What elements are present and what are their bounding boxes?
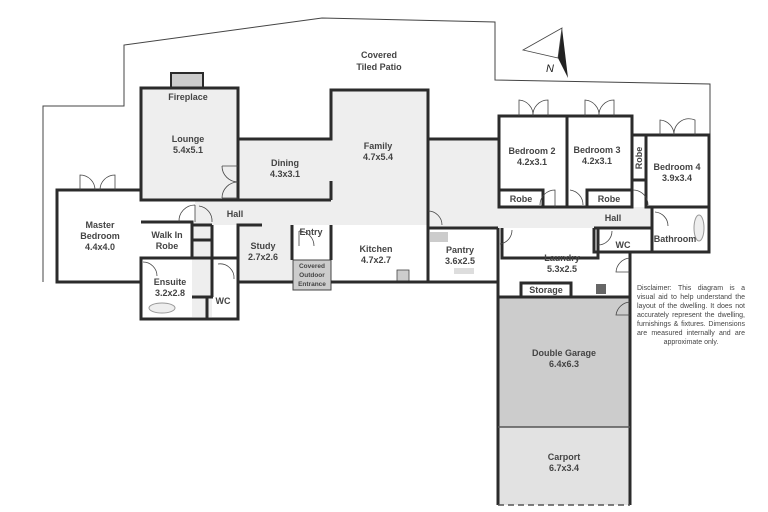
walkin-label-2: Robe: [156, 241, 179, 251]
north-label: N: [546, 63, 554, 75]
bedroom2-label: Bedroom 2: [508, 146, 555, 156]
kitchen-size: 4.7x2.7: [361, 255, 391, 265]
lounge-size: 5.4x5.1: [173, 145, 203, 155]
ensuite-size: 3.2x2.8: [155, 288, 185, 298]
covered-entrance-label: Covered: [299, 263, 325, 270]
bedroom2-size: 4.2x3.1: [517, 157, 547, 167]
wc-left-label: WC: [216, 296, 231, 306]
family-label: Family: [364, 141, 393, 151]
patio-label: Covered: [361, 50, 397, 60]
robe3-label: Robe: [598, 194, 621, 204]
master-label: Master: [85, 220, 115, 230]
master-label-2: Bedroom: [80, 231, 120, 241]
garage-label: Double Garage: [532, 348, 596, 358]
bedroom3-label: Bedroom 3: [573, 145, 620, 155]
interior-fills: [141, 72, 705, 505]
robe4-label: Robe: [634, 147, 644, 170]
patio-label-2: Tiled Patio: [356, 62, 402, 72]
doors: [79, 99, 696, 316]
walkin-label: Walk In: [151, 230, 182, 240]
study-label: Study: [250, 241, 275, 251]
wc-right-label: WC: [616, 240, 631, 250]
garage-size: 6.4x6.3: [549, 359, 579, 369]
covered-entrance-label-3: Entrance: [298, 281, 326, 288]
family-size: 4.7x5.4: [363, 152, 393, 162]
hall-right-label: Hall: [605, 213, 622, 223]
fireplace-label: Fireplace: [168, 92, 208, 102]
ensuite-label: Ensuite: [154, 277, 187, 287]
carport-size: 6.7x3.4: [549, 463, 579, 473]
master-size: 4.4x4.0: [85, 242, 115, 252]
bedroom3-size: 4.2x3.1: [582, 156, 612, 166]
bathroom-label: Bathroom: [654, 234, 697, 244]
dining-label: Dining: [271, 158, 299, 168]
bedroom4-label: Bedroom 4: [653, 162, 700, 172]
laundry-label: Laundry: [544, 253, 580, 263]
pantry-size: 3.6x2.5: [445, 256, 475, 266]
entry-label: Entry: [299, 227, 322, 237]
lounge-label: Lounge: [172, 134, 205, 144]
carport-label: Carport: [548, 452, 581, 462]
kitchen-label: Kitchen: [359, 244, 392, 254]
study-size: 2.7x2.6: [248, 252, 278, 262]
laundry-size: 5.3x2.5: [547, 264, 577, 274]
robe2-label: Robe: [510, 194, 533, 204]
dining-size: 4.3x3.1: [270, 169, 300, 179]
disclaimer-text: Disclaimer: This diagram is a visual aid…: [637, 285, 745, 346]
storage-label: Storage: [529, 285, 563, 295]
patio-outline: [42, 17, 711, 282]
bedroom4-size: 3.9x3.4: [662, 173, 692, 183]
covered-entrance-label-2: Outdoor: [299, 272, 325, 279]
north-arrow-icon: N: [521, 27, 568, 78]
hall-left-label: Hall: [227, 209, 244, 219]
pantry-label: Pantry: [446, 245, 474, 255]
